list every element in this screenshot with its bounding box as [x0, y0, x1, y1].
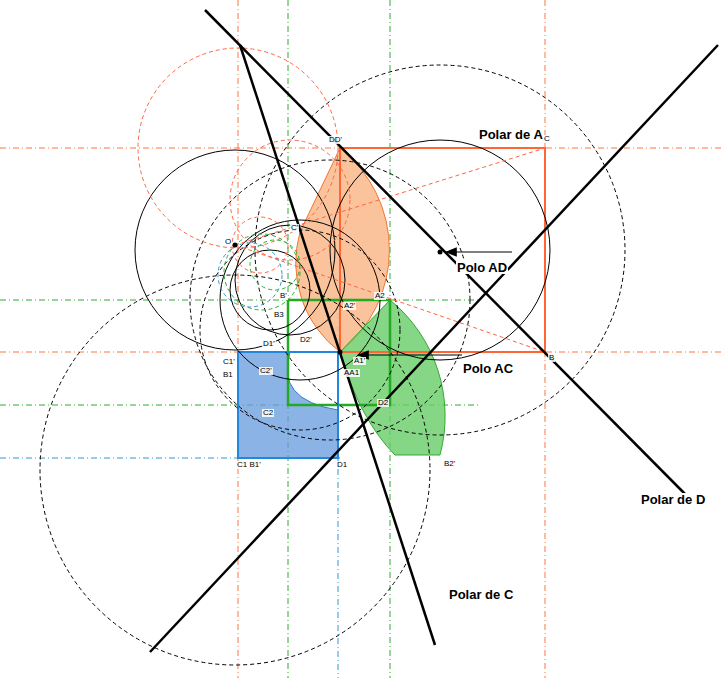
pole-label: Polo AC: [462, 362, 514, 375]
point-label: C: [543, 135, 551, 143]
point-label: A2': [343, 302, 356, 310]
point-label: AA1: [343, 369, 360, 377]
point-label: C1 B1': [236, 461, 262, 469]
point-label: B3: [273, 311, 285, 319]
point-label: O: [224, 238, 232, 246]
point-label: DD': [328, 136, 343, 144]
point-label: A1': [353, 357, 366, 365]
point-label: C': [290, 224, 299, 232]
point-label: D2': [299, 336, 313, 344]
point-label: D1: [336, 461, 348, 469]
polar-label: Polar de C: [448, 588, 514, 601]
point-label: B1: [222, 371, 234, 379]
pole-label: Polo AD: [456, 261, 508, 274]
point-label: B2': [443, 460, 456, 468]
point-label: D2: [377, 399, 389, 407]
polar-label: Polar de D: [640, 493, 706, 506]
point-label: C2': [259, 367, 273, 375]
point-label: B: [548, 354, 555, 362]
point-label: C1': [222, 358, 236, 366]
polar-label: Polar de A: [478, 128, 544, 141]
point-label: C2: [262, 409, 274, 417]
point-label: A2: [374, 292, 386, 300]
point-label: D1': [262, 340, 276, 348]
point-label: B': [279, 292, 288, 300]
